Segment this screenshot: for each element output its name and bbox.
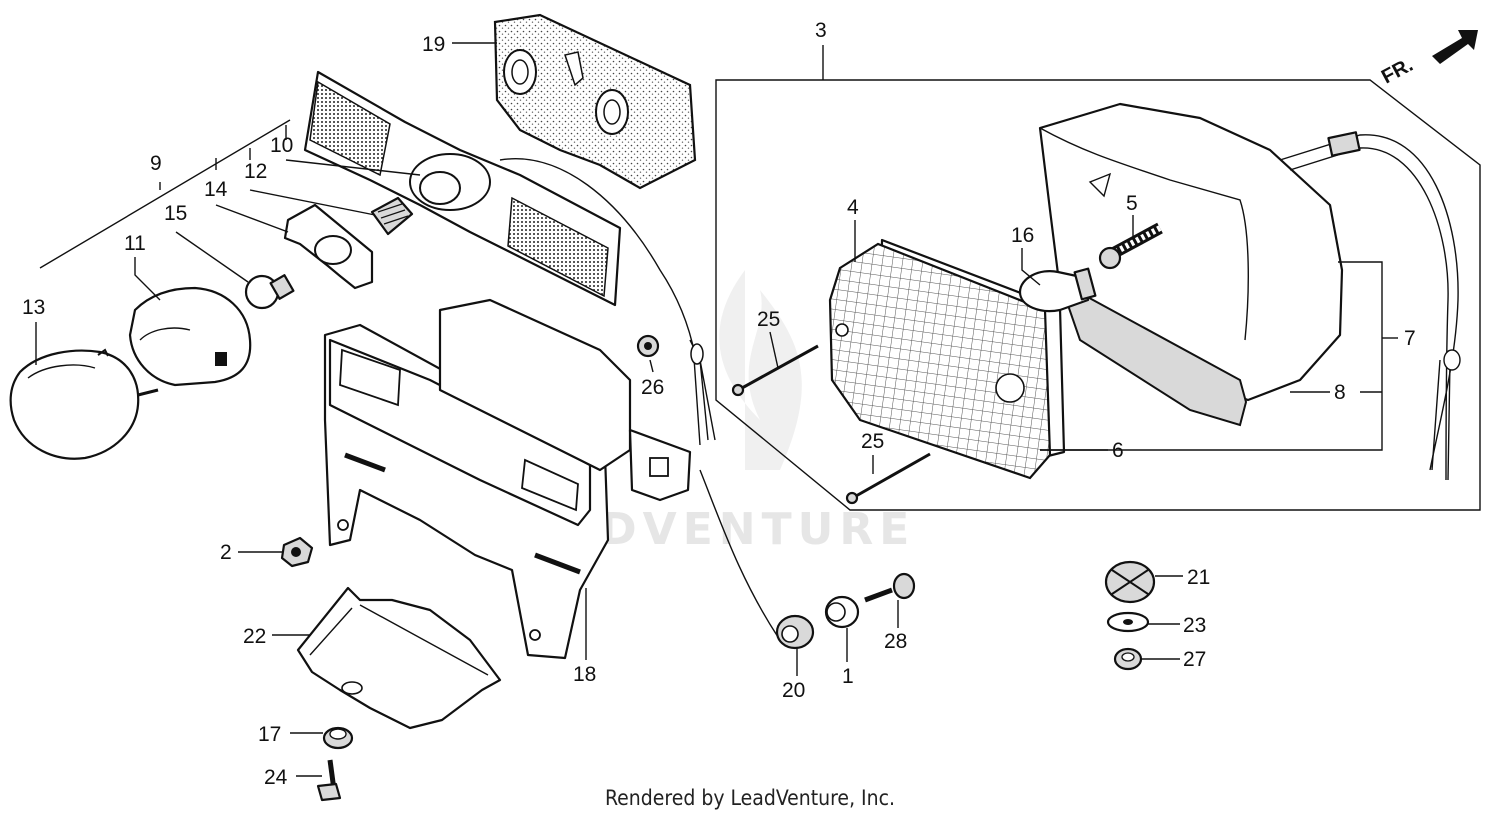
part-25-screw-lower — [845, 452, 931, 505]
callout-11: 11 — [124, 232, 146, 255]
part-21-grommet — [1104, 560, 1156, 604]
callout-25-lower: 25 — [861, 430, 884, 453]
license-wires — [689, 339, 716, 446]
callout-27: 27 — [1183, 648, 1206, 671]
footer-credit: Rendered by LeadVenture, Inc. — [605, 786, 895, 810]
callout-24: 24 — [264, 766, 288, 789]
callout-19: 19 — [422, 33, 445, 56]
callout-3: 3 — [815, 19, 827, 42]
part-28-screw — [864, 572, 916, 603]
part-16-bulb — [1018, 267, 1097, 313]
callout-6: 6 — [1112, 439, 1124, 462]
part-20-grommet — [775, 614, 815, 650]
part-22-guard — [296, 586, 502, 730]
part-2-bolt — [280, 536, 314, 568]
callout-22: 22 — [243, 625, 266, 648]
part-13-lens — [9, 348, 159, 460]
callout-4: 4 — [847, 196, 859, 219]
callout-17: 17 — [258, 723, 281, 746]
callout-14: 14 — [204, 178, 228, 201]
part-7-housing — [1038, 102, 1344, 427]
part-18-bracket — [323, 298, 781, 660]
callout-15: 15 — [164, 202, 187, 225]
direction-label: FR. — [1378, 54, 1417, 89]
front-direction-arrow: FR. — [1378, 30, 1478, 88]
part-15-bulb — [244, 274, 295, 310]
callout-25-upper: 25 — [757, 308, 780, 331]
part-19-cover — [493, 13, 697, 190]
part-10-reflector-base — [303, 70, 696, 356]
part-1-collar — [824, 595, 860, 629]
part-24-bolt — [316, 759, 342, 802]
assembly-3-bracket — [715, 45, 1481, 511]
part-4-lens — [828, 238, 1066, 480]
part-17-nut — [322, 726, 354, 750]
callout-1: 1 — [842, 665, 854, 688]
callout-16: 16 — [1011, 224, 1034, 247]
part-26-nut — [636, 334, 660, 358]
tail-harness — [1279, 131, 1461, 481]
part-11-housing — [128, 286, 252, 387]
callout-8: 8 — [1334, 381, 1346, 404]
callout-13: 13 — [22, 296, 45, 319]
callout-10: 10 — [270, 134, 293, 157]
callout-5: 5 — [1126, 192, 1138, 215]
callout-7: 7 — [1404, 327, 1416, 350]
part-12-socket — [370, 196, 414, 236]
callouts: 19 3 10 9 12 14 15 11 13 4 5 16 25 7 26 … — [22, 19, 1416, 789]
part-23-washer — [1106, 611, 1150, 633]
part-5-socket — [1098, 222, 1163, 270]
callout-12: 12 — [244, 160, 267, 183]
callout-20: 20 — [782, 679, 805, 702]
callout-9: 9 — [150, 152, 162, 175]
callout-23: 23 — [1183, 614, 1206, 637]
callout-2: 2 — [220, 541, 232, 564]
callout-28: 28 — [884, 630, 907, 653]
callout-18: 18 — [573, 663, 596, 686]
part-25-screw-upper — [731, 344, 819, 397]
leader-lines — [35, 42, 1398, 777]
callout-26: 26 — [641, 376, 664, 399]
part-27-nut — [1113, 647, 1143, 671]
part-14-gasket — [283, 203, 374, 290]
callout-21: 21 — [1187, 566, 1210, 589]
